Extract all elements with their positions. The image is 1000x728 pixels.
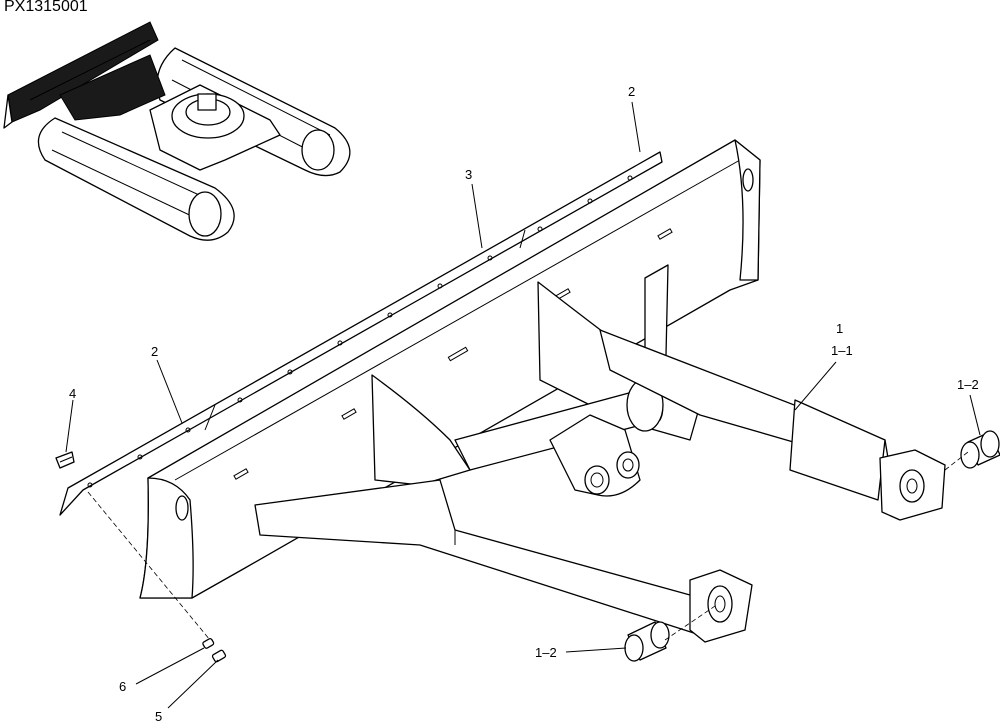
callout-2-left: 2 — [151, 344, 158, 359]
callout-3: 3 — [465, 167, 472, 182]
figure-code: PX1315001 — [4, 0, 88, 15]
nut — [211, 649, 227, 663]
assembly-line-bushing — [664, 603, 719, 641]
blade — [139, 139, 761, 599]
cutting-edge-strip — [59, 151, 663, 516]
callout-6: 6 — [119, 679, 126, 694]
bushing-bottom — [624, 621, 670, 662]
push-arm-left — [254, 479, 753, 643]
callout-1-2-bottom: 1–2 — [535, 645, 557, 660]
bolt — [55, 451, 75, 469]
machine-thumbnail — [3, 21, 351, 241]
leader-lines — [65, 101, 981, 709]
callout-1-2-right: 1–2 — [957, 377, 979, 392]
washer — [202, 637, 215, 649]
callout-1-1: 1–1 — [831, 343, 853, 358]
callout-4: 4 — [69, 386, 76, 401]
bushing-right — [960, 430, 1000, 469]
callout-1: 1 — [836, 321, 843, 336]
callout-2-top: 2 — [628, 84, 635, 99]
assembly-line-bushing-right — [944, 451, 969, 471]
push-arm-right — [599, 329, 946, 521]
callout-5: 5 — [155, 709, 162, 724]
